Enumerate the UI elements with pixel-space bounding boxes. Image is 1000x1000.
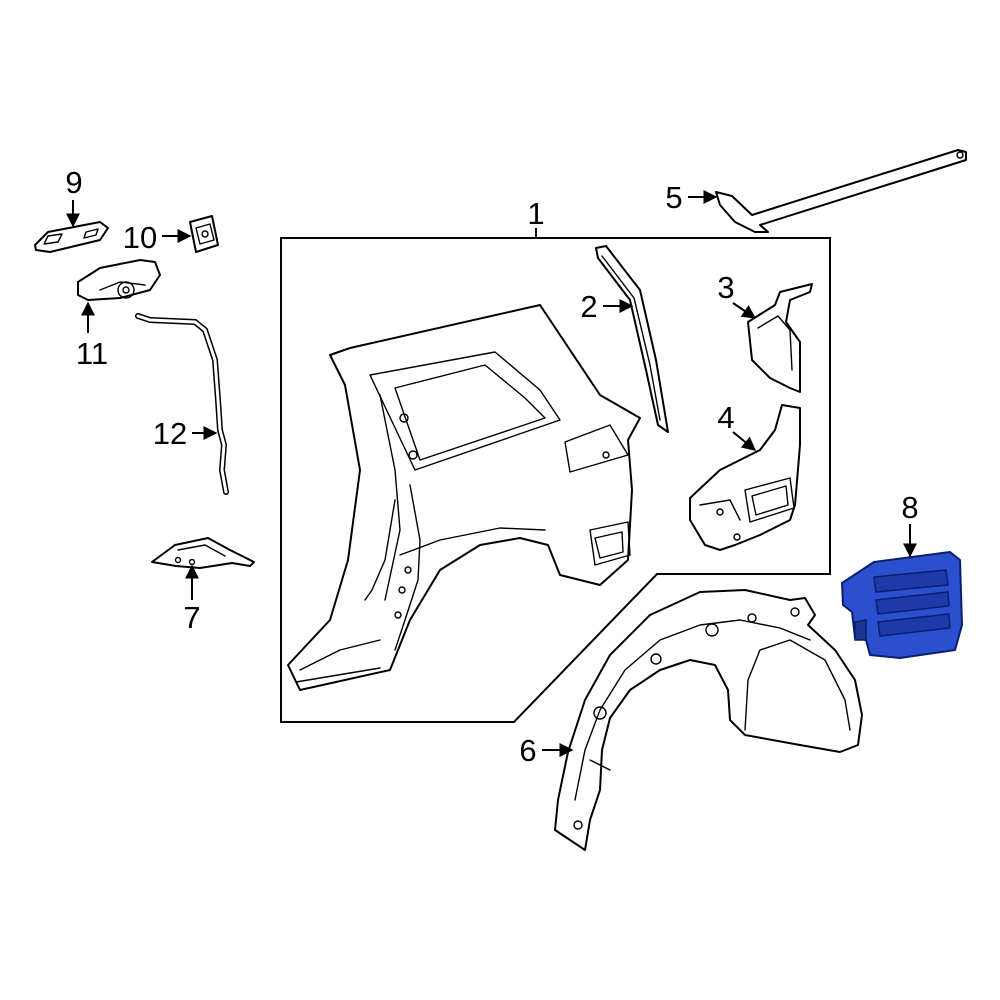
- callout-11: 11: [76, 336, 108, 371]
- highlighted-part: [841, 551, 963, 659]
- clip: [189, 215, 219, 253]
- support-rod: [715, 149, 967, 233]
- callout-7: 7: [183, 600, 200, 635]
- callout-10: 10: [123, 220, 157, 255]
- callout-6: 6: [519, 733, 536, 768]
- callout-4-leader: [732, 431, 757, 451]
- callout-8: 8: [901, 490, 918, 525]
- small-bracket: [151, 537, 255, 569]
- wheelhouse-liner: [554, 589, 863, 851]
- callout-4: 4: [717, 400, 734, 435]
- callout-5: 5: [665, 180, 682, 215]
- callout-3: 3: [717, 270, 734, 305]
- callout-12: 12: [153, 416, 187, 451]
- housing: [77, 259, 161, 301]
- pillar-trim: [595, 245, 669, 433]
- quarter-panel: [287, 304, 641, 691]
- inner-panel: [689, 404, 801, 551]
- assembly-frame: [280, 237, 831, 723]
- callout-2: 2: [580, 289, 597, 324]
- callout-9: 9: [65, 165, 82, 200]
- cable: [135, 313, 229, 495]
- pad: [34, 221, 109, 253]
- upper-bracket: [747, 283, 813, 393]
- callout-3-leader: [732, 302, 757, 319]
- callout-1: 1: [527, 196, 544, 231]
